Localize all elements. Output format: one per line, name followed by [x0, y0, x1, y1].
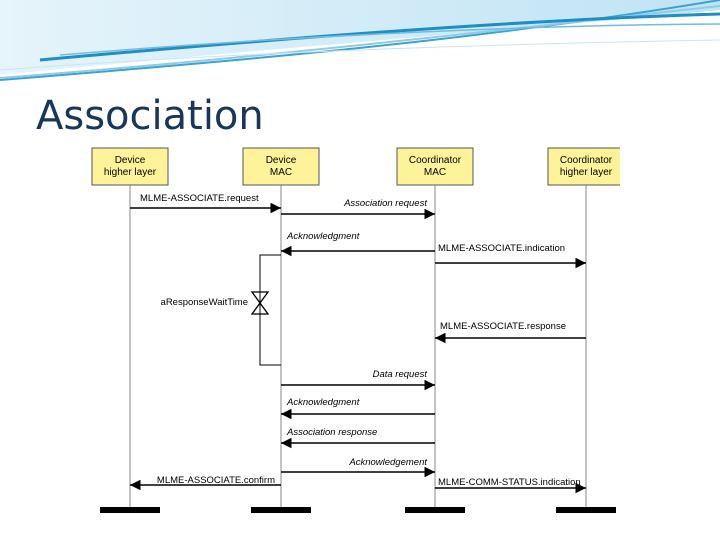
- message-label: Association response: [286, 427, 377, 438]
- participant-label: MAC: [270, 167, 292, 178]
- hourglass-icon: [250, 291, 270, 315]
- message-arrow: MLME-ASSOCIATE.response: [435, 321, 586, 344]
- lifeline-end-bar: [100, 507, 160, 513]
- participant-box: [242, 147, 320, 186]
- message-arrow: MLME-ASSOCIATE.confirm: [130, 475, 281, 491]
- message-label: Acknowledgment: [286, 397, 360, 408]
- message-arrow: Acknowledgment: [281, 231, 435, 257]
- response-wait-timer: aResponseWaitTime: [161, 254, 281, 366]
- message-arrow: MLME-COMM-STATUS.indication: [435, 477, 586, 494]
- participant-label: Device: [115, 155, 146, 166]
- participant-label: Coordinator: [409, 155, 462, 166]
- participant-box: [91, 147, 169, 186]
- lifeline-end-bar: [405, 507, 465, 513]
- participant-label: Coordinator: [560, 155, 613, 166]
- decorative-banner: [0, 0, 720, 81]
- participant-box: [396, 147, 474, 186]
- message-arrow: MLME-ASSOCIATE.indication: [435, 243, 586, 269]
- message-label: Data request: [373, 369, 428, 380]
- message-label: Association request: [343, 198, 427, 209]
- participant-label: Device: [266, 155, 297, 166]
- message-label: Acknowledgement: [348, 457, 427, 468]
- message-label: MLME-ASSOCIATE.response: [440, 321, 566, 332]
- participant-label: higher layer: [560, 167, 613, 178]
- message-label: MLME-ASSOCIATE.confirm: [157, 475, 275, 486]
- message-arrow: Association response: [281, 427, 435, 449]
- message-arrow: Data request: [281, 369, 435, 391]
- timer-bracket: [259, 254, 281, 366]
- lifeline-end-bar: [251, 507, 311, 513]
- message-arrow: Acknowledgement: [281, 457, 435, 478]
- timer-label: aResponseWaitTime: [161, 297, 248, 308]
- participant-label: MAC: [424, 167, 446, 178]
- message-label: MLME-ASSOCIATE.request: [140, 193, 259, 204]
- message-arrow: Association request: [281, 198, 435, 220]
- message-arrow: Acknowledgment: [281, 397, 435, 420]
- message-label: MLME-ASSOCIATE.indication: [438, 243, 565, 254]
- participant-box: [547, 147, 620, 186]
- message-arrow: MLME-ASSOCIATE.request: [130, 193, 281, 214]
- message-label: Acknowledgment: [286, 231, 360, 242]
- participant-label: higher layer: [104, 167, 157, 178]
- message-label: MLME-COMM-STATUS.indication: [438, 477, 581, 488]
- lifeline-end-bar: [556, 507, 616, 513]
- slide-title: Association: [36, 93, 264, 139]
